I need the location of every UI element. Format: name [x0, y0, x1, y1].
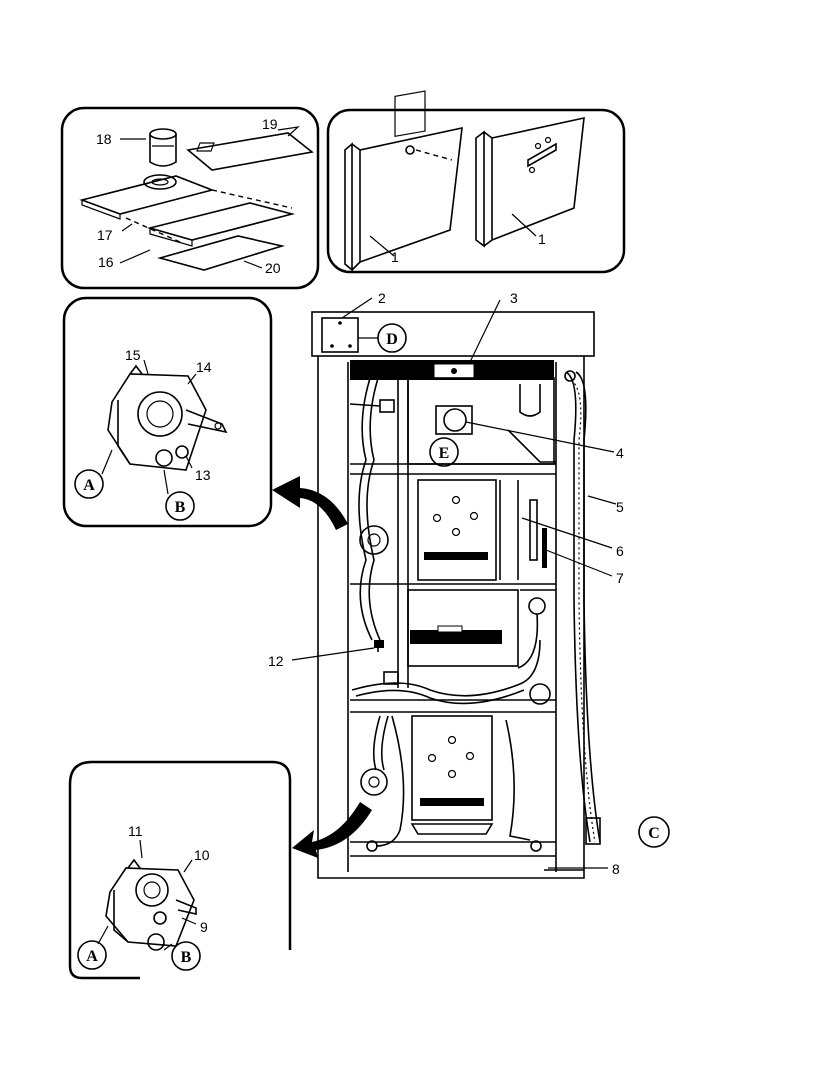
arrow-upper: [272, 476, 348, 530]
callout-5: 5: [616, 499, 624, 515]
callout-7: 7: [616, 570, 624, 586]
shelf-17: [79, 175, 215, 215]
callout-3: 3: [510, 290, 518, 306]
main-callouts: 2 3 4 5 6 7 8 12 D E C: [268, 290, 670, 877]
callout-11: 11: [128, 823, 143, 839]
inset-upper-switch: 15 14 13 A B: [62, 296, 273, 528]
letter-e: E: [439, 445, 450, 462]
shelf-16: [146, 202, 296, 241]
callout-12: 12: [268, 653, 284, 669]
callout-2: 2: [378, 290, 386, 306]
callout-8: 8: [612, 861, 620, 877]
callout-14: 14: [196, 359, 212, 375]
arrow-lower: [292, 802, 372, 858]
callout-13: 13: [195, 467, 211, 483]
callout-17: 17: [97, 227, 113, 243]
callout-16: 16: [98, 254, 114, 270]
callout-4: 4: [616, 445, 624, 461]
letter-a-upper: A: [83, 477, 95, 494]
letter-d: D: [386, 331, 398, 348]
callout-18: 18: [96, 131, 112, 147]
cabinet-main: [311, 311, 601, 879]
callout-10: 10: [194, 847, 210, 863]
inset-side-panels: 1 1: [326, 90, 626, 274]
callout-15: 15: [125, 347, 141, 363]
letter-c: C: [648, 825, 660, 842]
callout-1-right: 1: [538, 231, 546, 247]
letter-b-upper: B: [175, 499, 186, 516]
jar-part: [149, 128, 177, 167]
inset-shelf-parts: 18 19 17 16 20: [60, 106, 320, 290]
letter-b-lower: B: [181, 949, 192, 966]
inset-lower-switch: 11 10 9 A B: [68, 760, 292, 980]
callout-19: 19: [262, 116, 278, 132]
callout-1-left: 1: [391, 249, 399, 265]
callout-9: 9: [200, 919, 208, 935]
panel-20: [157, 235, 286, 271]
panel-19: [186, 132, 314, 171]
letter-a-lower: A: [86, 948, 98, 965]
callout-6: 6: [616, 543, 624, 559]
callout-20: 20: [265, 260, 281, 276]
